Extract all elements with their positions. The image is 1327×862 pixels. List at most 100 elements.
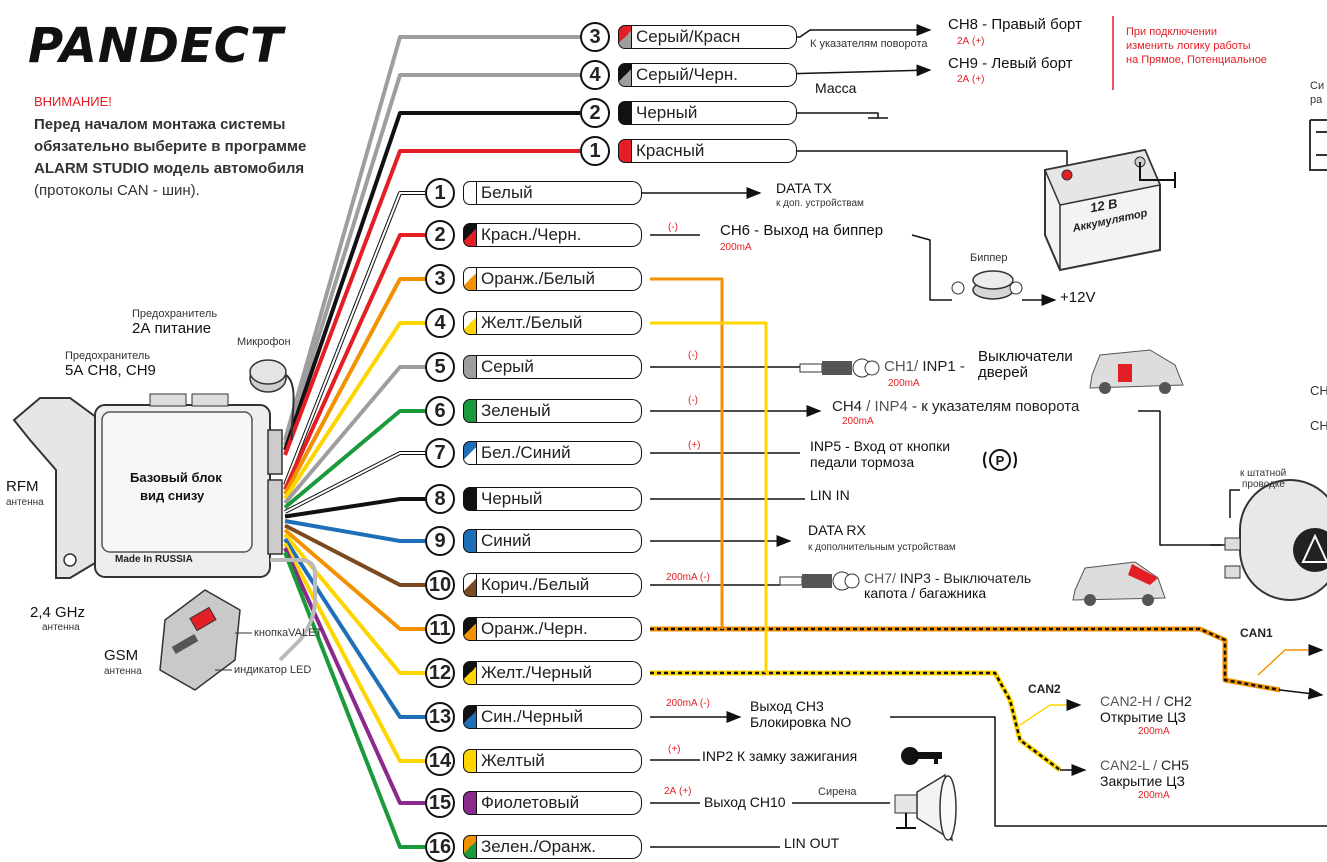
pin-number: 7: [425, 438, 455, 468]
pin-label: Корич./Белый: [477, 573, 642, 597]
ch4-rest: - к указателям поворота: [912, 398, 1080, 415]
inp5-line2: педали тормоза: [810, 454, 915, 470]
rfm-label: RFM: [6, 478, 39, 495]
turn-signal-relay-icon: [1224, 479, 1327, 601]
siren-icon: [894, 773, 957, 842]
pandect-logo: PANDECT: [28, 18, 284, 74]
microphone-icon: [249, 359, 295, 441]
relay-fragment-icon: [1309, 119, 1327, 171]
ch6-ma: 200mA: [720, 242, 752, 253]
wire-color-swatch: [618, 25, 632, 49]
pin-number: 8: [425, 484, 455, 514]
ch6-tag: (-): [668, 222, 678, 233]
ch9-label: СН9 - Левый борт: [948, 55, 1073, 72]
wire-color-swatch: [463, 705, 477, 729]
inp2-tag: (+): [668, 744, 681, 755]
rfm-sub: антенна: [6, 497, 44, 508]
mass-label: Масса: [815, 80, 857, 96]
wire-main-7: [284, 452, 425, 513]
pin-number: 5: [425, 352, 455, 382]
unit-subtitle: вид снизу: [140, 488, 205, 503]
note-line2: изменить логику работы: [1126, 40, 1251, 52]
ch3-to-right: [890, 716, 1327, 827]
pin-number: 16: [425, 832, 455, 862]
unit-title: Базовый блок: [130, 470, 222, 485]
pin-label: Черный: [477, 487, 642, 511]
pin-label: Серый/Красн: [632, 25, 797, 49]
gsm-sub: антенна: [104, 666, 142, 677]
wire-color-swatch: [463, 267, 477, 291]
wire-main-5: [283, 365, 425, 505]
data-tx-label: DATA TX: [776, 180, 833, 196]
warning-body: Перед началом монтажа системы обязательн…: [34, 114, 344, 202]
turn-label: К указателям поворота: [810, 38, 928, 50]
wire-main-2: [283, 233, 425, 491]
wire-main-7-outline: [284, 451, 425, 514]
pin-label: Бел./Синий: [477, 441, 642, 465]
wire-color-swatch: [463, 355, 477, 379]
can2h-line2: Открытие ЦЗ: [1100, 709, 1186, 725]
pin-number: 6: [425, 396, 455, 426]
oranzh-white-run: [650, 277, 724, 629]
pin-number: 9: [425, 526, 455, 556]
pin-label: Зеленый: [477, 399, 642, 423]
pin-label: Оранж./Белый: [477, 267, 642, 291]
wire-main-6: [283, 409, 425, 510]
ch4-ma: 200mA: [842, 416, 874, 427]
pin-number: 11: [425, 614, 455, 644]
ch4-ch: СН4: [832, 398, 863, 415]
pin-number: 12: [425, 658, 455, 688]
can2-twist-a: [650, 670, 1062, 772]
ch8-label: СН8 - Правый борт: [948, 16, 1082, 33]
brake-pedal-icon: P: [983, 449, 1017, 471]
pin-main-16: 16 Зелен./Оранж.: [425, 832, 642, 862]
ch3-tag: 200mA (-): [666, 698, 710, 709]
can1-high: [1257, 644, 1324, 676]
hood-switch-icon: [779, 571, 860, 591]
door-switch-icon: [799, 358, 880, 378]
can2-label: CAN2: [1028, 682, 1061, 696]
wire-color-swatch: [618, 63, 632, 87]
ch3-line1: Выход СН3: [750, 698, 824, 714]
pin-label: Желт./Белый: [477, 311, 642, 335]
wire-color-swatch: [463, 529, 477, 553]
warning-text: Перед началом монтажа системы обязательн…: [34, 116, 307, 177]
wire-color-swatch: [618, 139, 632, 163]
battery-icon: [1043, 148, 1176, 272]
right-fragment-4: СН: [1310, 418, 1327, 433]
fuse-power-caption: Предохранитель: [132, 308, 218, 320]
ch8-tag: 2А (+): [957, 36, 985, 47]
can1-twist-a: [650, 626, 1281, 693]
pin-number: 4: [580, 60, 610, 90]
pin-main-8: 8 Черный: [425, 484, 642, 514]
wire-color-swatch: [463, 441, 477, 465]
ch10-label: Выход СН10: [704, 794, 786, 810]
pin-number: 2: [580, 98, 610, 128]
doors-line2: дверей: [978, 364, 1028, 381]
wire-main-13: [283, 537, 425, 719]
can1-twist-b: [650, 627, 1281, 692]
std-wiring-line1: к штатной: [1240, 468, 1287, 479]
ch4-label: СН4 / INP4 - к указателям поворота: [832, 398, 1079, 415]
right-fragment-1: Си: [1310, 80, 1325, 92]
gsm-label: GSM: [104, 647, 139, 664]
wire-color-swatch: [463, 835, 477, 859]
inp5-line1: INP5 - Вход от кнопки: [810, 438, 951, 454]
wire-color-swatch: [463, 487, 477, 511]
wire-color-swatch: [463, 311, 477, 335]
wire-color-swatch: [463, 617, 477, 641]
ch3-line2: Блокировка NO: [750, 714, 852, 730]
pin-label: Зелен./Оранж.: [477, 835, 642, 859]
inp2-label: INP2 К замку зажигания: [702, 748, 858, 764]
valet-button-icon: [159, 589, 252, 691]
can2l-a: CAN2-L /: [1100, 757, 1158, 773]
base-unit: [12, 393, 317, 662]
